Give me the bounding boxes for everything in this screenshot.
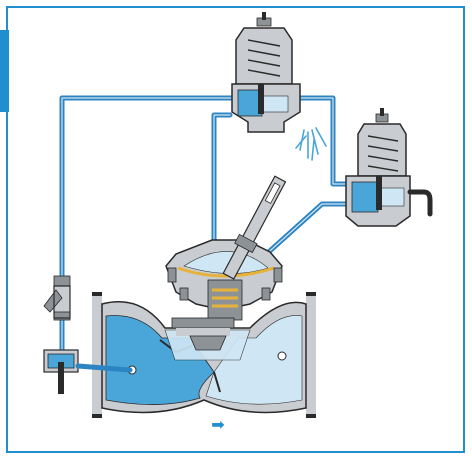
valve-stem bbox=[171, 279, 243, 351]
main-valve bbox=[92, 175, 316, 418]
pipe-sensing bbox=[75, 363, 133, 373]
inlet-water bbox=[105, 315, 215, 405]
pipe-pilot-bonnet bbox=[211, 112, 233, 255]
bonnet-chamber bbox=[183, 251, 269, 274]
outlet-water bbox=[205, 315, 303, 405]
pilot-valve-right bbox=[345, 108, 433, 227]
side-tab bbox=[0, 30, 9, 112]
isolation-cock bbox=[43, 349, 79, 394]
arrow-right-icon: ➡ bbox=[211, 415, 224, 434]
strainer bbox=[43, 275, 71, 321]
relief-spray bbox=[295, 127, 327, 161]
figure-frame bbox=[6, 6, 465, 453]
position-indicator bbox=[222, 175, 287, 280]
pipe-right-bonnet bbox=[259, 201, 351, 261]
outlet-flange bbox=[306, 296, 316, 414]
pilot-valve-top bbox=[231, 12, 301, 133]
diaphragm bbox=[177, 266, 275, 278]
inlet-flange bbox=[92, 296, 102, 414]
